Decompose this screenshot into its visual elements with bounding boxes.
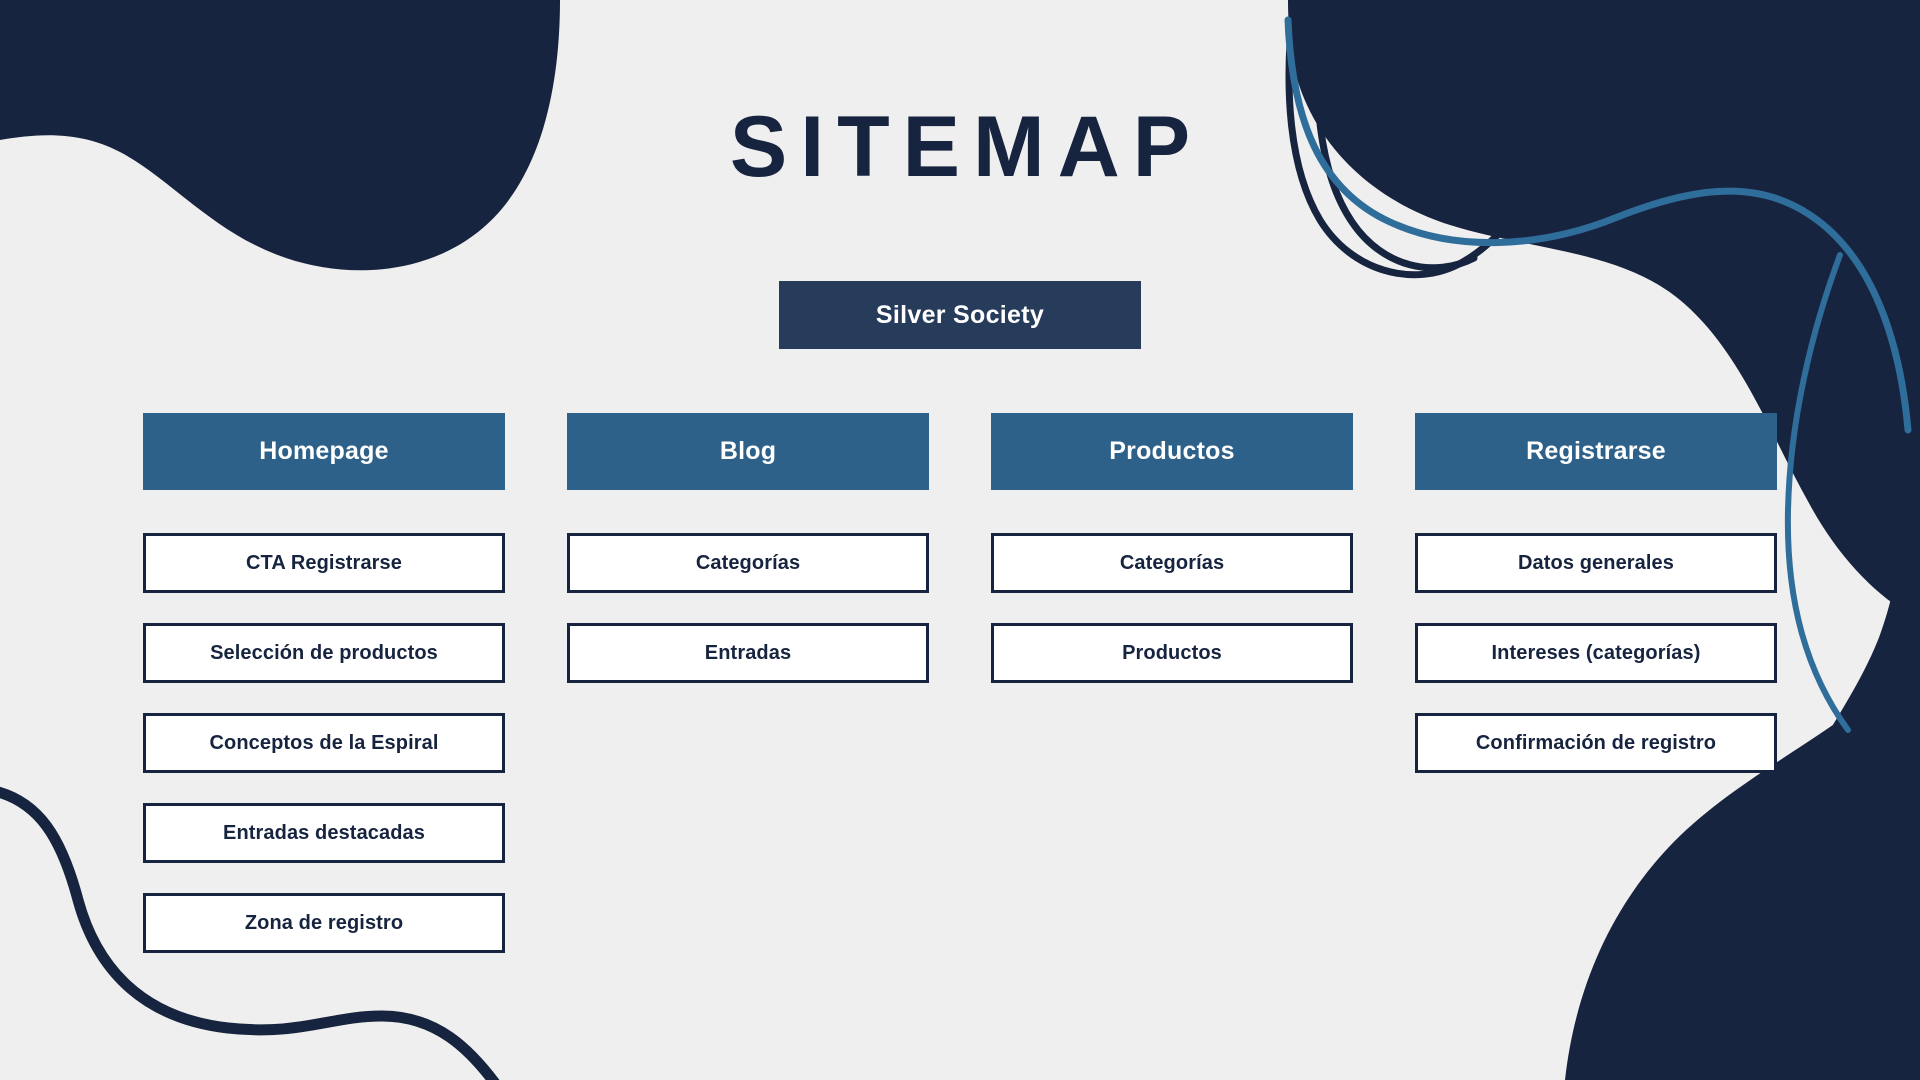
node-box-label: Confirmación de registro xyxy=(1475,731,1717,754)
node-box[interactable]: Datos generales xyxy=(1415,533,1777,593)
column-productos: Productos Categorías Productos xyxy=(991,413,1353,983)
root-node-label: Silver Society xyxy=(875,300,1045,329)
column-header-productos[interactable]: Productos xyxy=(991,413,1353,490)
node-box[interactable]: Intereses (categorías) xyxy=(1415,623,1777,683)
node-box-label: Intereses (categorías) xyxy=(1491,641,1701,664)
node-box-label: CTA Registrarse xyxy=(246,551,402,574)
node-box[interactable]: Categorías xyxy=(567,533,929,593)
node-box[interactable]: Entradas destacadas xyxy=(143,803,505,863)
node-box-label: Zona de registro xyxy=(244,911,404,934)
node-box[interactable]: CTA Registrarse xyxy=(143,533,505,593)
column-header-registrarse[interactable]: Registrarse xyxy=(1415,413,1777,490)
node-box-label: Entradas destacadas xyxy=(223,821,425,844)
column-header-homepage[interactable]: Homepage xyxy=(143,413,505,490)
sitemap-columns: Homepage CTA Registrarse Selección de pr… xyxy=(143,413,1777,983)
page-title: SITEMAP xyxy=(729,99,1204,195)
node-box-label: Datos generales xyxy=(1517,551,1674,574)
column-registrarse: Registrarse Datos generales Intereses (c… xyxy=(1415,413,1777,983)
node-box-label: Categorías xyxy=(695,551,801,574)
node-box[interactable]: Productos xyxy=(991,623,1353,683)
node-box[interactable]: Confirmación de registro xyxy=(1415,713,1777,773)
root-node-silver-society[interactable]: Silver Society xyxy=(779,281,1141,349)
column-homepage: Homepage CTA Registrarse Selección de pr… xyxy=(143,413,505,983)
column-header-label: Productos xyxy=(1109,437,1235,465)
column-header-blog[interactable]: Blog xyxy=(567,413,929,490)
column-header-label: Registrarse xyxy=(1526,437,1666,465)
node-box-label: Entradas xyxy=(704,641,792,664)
node-box[interactable]: Selección de productos xyxy=(143,623,505,683)
node-box[interactable]: Zona de registro xyxy=(143,893,505,953)
node-box-label: Categorías xyxy=(1119,551,1225,574)
node-box-label: Productos xyxy=(1122,641,1222,664)
node-box[interactable]: Conceptos de la Espiral xyxy=(143,713,505,773)
node-box[interactable]: Entradas xyxy=(567,623,929,683)
node-box[interactable]: Categorías xyxy=(991,533,1353,593)
column-header-label: Homepage xyxy=(259,437,389,465)
column-header-label: Blog xyxy=(719,437,777,465)
node-box-label: Conceptos de la Espiral xyxy=(209,731,439,754)
node-box-label: Selección de productos xyxy=(210,641,438,664)
column-blog: Blog Categorías Entradas xyxy=(567,413,929,983)
